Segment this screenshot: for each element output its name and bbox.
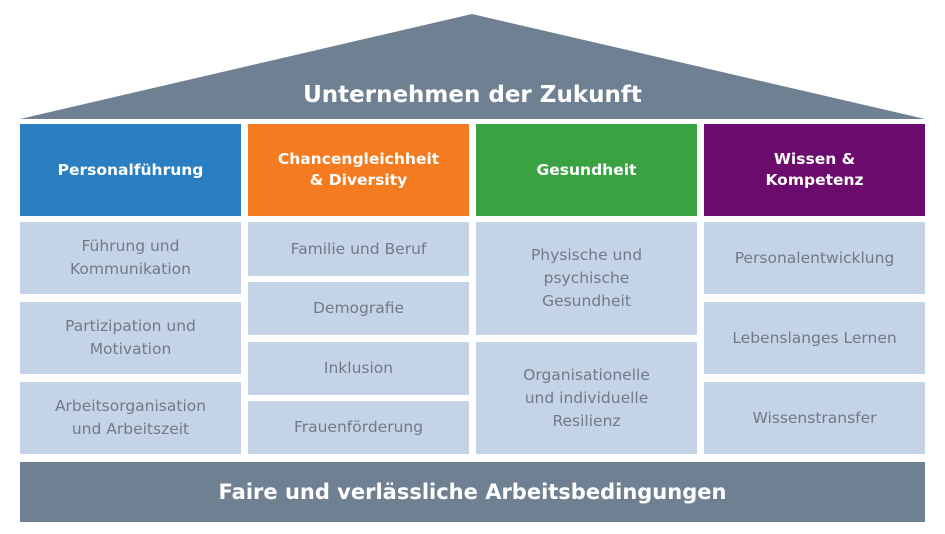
roof-triangle bbox=[20, 14, 925, 119]
cell-partizipation-motivation: Partizipation und Motivation bbox=[20, 302, 241, 374]
pillar-header-personalfuehrung: Personalführung bbox=[20, 124, 241, 216]
cell-demografie: Demografie bbox=[248, 282, 469, 335]
cell-arbeitsorganisation: Arbeitsorganisation und Arbeitszeit bbox=[20, 382, 241, 454]
pillar-header-chancengleichheit: Chancengleichheit & Diversity bbox=[248, 124, 469, 216]
cell-familie-beruf: Familie und Beruf bbox=[248, 222, 469, 276]
cell-resilienz: Organisationelle und individuelle Resili… bbox=[476, 342, 697, 454]
cell-lebenslanges-lernen: Lebenslanges Lernen bbox=[704, 302, 925, 374]
cell-fuehrung-kommunikation: Führung und Kommunikation bbox=[20, 222, 241, 294]
roof-title: Unternehmen der Zukunft bbox=[303, 82, 642, 108]
foundation-bar: Faire und verlässliche Arbeitsbedingunge… bbox=[20, 462, 925, 522]
pillar-header-gesundheit: Gesundheit bbox=[476, 124, 697, 216]
pillar-header-wissen-kompetenz: Wissen & Kompetenz bbox=[704, 124, 925, 216]
cell-frauenfoerderung: Frauenförderung bbox=[248, 401, 469, 454]
cell-personalentwicklung: Personalentwicklung bbox=[704, 222, 925, 294]
cell-wissenstransfer: Wissenstransfer bbox=[704, 382, 925, 454]
cell-inklusion: Inklusion bbox=[248, 342, 469, 395]
cell-physische-psychische-gesundheit: Physische und psychische Gesundheit bbox=[476, 222, 697, 335]
